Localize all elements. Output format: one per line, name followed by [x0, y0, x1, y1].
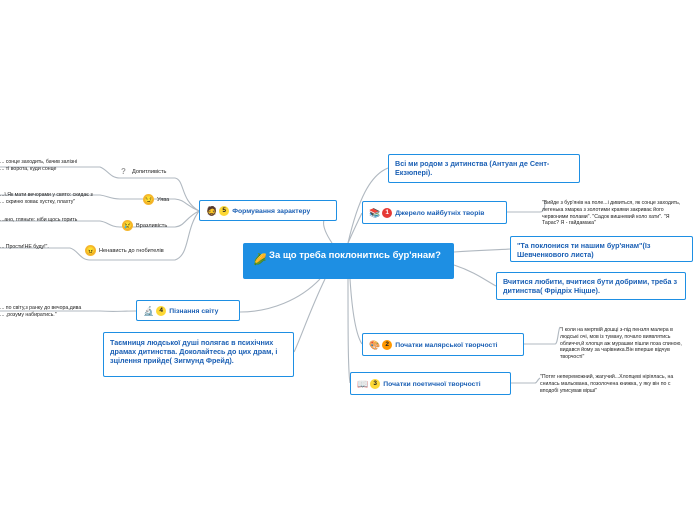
trait-label: Допитливість [132, 168, 167, 175]
thinking-face-icon: 😏 [143, 194, 154, 205]
branch-label: "Та поклонися ти нашим бур'янам"(Із Шевч… [517, 241, 651, 259]
priority-3-icon: 3 [370, 379, 381, 389]
priority-1-icon: 1 [382, 208, 393, 218]
branch-nietzsche-quote[interactable]: Вчитися любити, вчитися бути добрими, тр… [496, 272, 686, 300]
branch-freud-quote[interactable]: Таємниця людської душі полягає в психічн… [103, 332, 294, 377]
leaf-quote-knowing: ... по світу,з ранку до вечора,дива ... … [0, 305, 82, 318]
leaf-quote-poetry: "Потяг непереможний, жагучий...Хлопцеві … [540, 374, 674, 394]
leaf-sensitivity: ...ано, гляньте: ніби щось горить [0, 217, 78, 223]
trait-sensitivity[interactable]: 😢Вразливість [122, 220, 167, 231]
trait-imagination[interactable]: 😏Уява [143, 194, 169, 205]
question-icon: ? [121, 167, 126, 176]
microscope-icon: 🔬 [143, 305, 155, 316]
priority-2-icon: 2 [382, 340, 393, 350]
plant-icon: 🌽 [253, 254, 267, 266]
leaf-curiosity: ... сонце заходить, бачив залізні ... ті… [0, 159, 78, 172]
face-icon: 🧔 [206, 205, 218, 216]
book-icon: 📖 [357, 378, 369, 389]
branch-childhood-quote[interactable]: Всі ми родом з дитинства (Антуан де Сент… [388, 154, 580, 183]
trait-curiosity[interactable]: ? Допитливість [118, 166, 166, 177]
branch-label: Початки поетичної творчості [383, 380, 481, 388]
branch-label: Таємниця людської душі полягає в психічн… [110, 338, 278, 365]
leaf-hatred: ... Прости!НЕ буду!". [0, 244, 49, 250]
branch-label: Формування зарактеру [232, 207, 311, 215]
branch-bow-to-weeds[interactable]: "Та поклонися ти нашим бур'янам"(Із Шевч… [510, 236, 693, 262]
central-title: За що треба поклонитись бур'янам? [269, 250, 441, 261]
books-icon: 📚 [369, 207, 381, 218]
branch-label: Джерело майбутніх творів [395, 209, 485, 217]
trait-label: Уява [157, 196, 170, 203]
trait-hatred-oppressors[interactable]: 😠Ненависть до гнобителів [85, 245, 164, 256]
leaf-quote-painting: "І коли на мертвій дошці з-під пензля ма… [560, 327, 682, 361]
palette-icon: 🎨 [369, 339, 381, 350]
branch-label: Початки малярської творчості [395, 341, 498, 349]
branch-label: Пізнання світу [169, 307, 219, 315]
priority-5-icon: 5 [219, 206, 230, 216]
central-topic[interactable]: 🌽 За що треба поклонитись бур'янам? [243, 243, 454, 279]
branch-label: Вчитися любити, вчитися бути добрими, тр… [503, 277, 678, 295]
trait-label: Ненависть до гнобителів [99, 247, 164, 254]
angry-face-icon: 😠 [85, 245, 96, 256]
leaf-imagination: ...ї.Як мати вечорами у свято: скидає з … [0, 192, 93, 205]
leaf-quote-source: "Вийде з бур'янів на поле...і дивиться, … [542, 200, 681, 227]
trait-label: Вразливість [136, 222, 168, 229]
priority-4-icon: 4 [156, 306, 167, 316]
branch-label: Всі ми родом з дитинства (Антуан де Сент… [395, 159, 550, 177]
crying-face-icon: 😢 [122, 220, 133, 231]
